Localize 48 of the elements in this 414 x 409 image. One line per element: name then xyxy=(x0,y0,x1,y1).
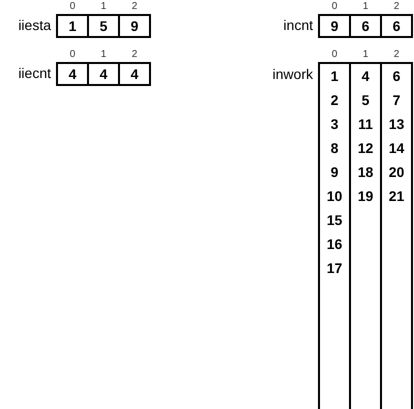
cell-value: 18 xyxy=(356,163,374,182)
cell-value: 20 xyxy=(388,163,406,182)
variable-name: inwork xyxy=(272,66,313,82)
array-cell: 4 xyxy=(87,62,120,86)
cell-value: 6 xyxy=(392,67,402,86)
array-cell: 1 xyxy=(56,14,89,38)
cell-value: 7 xyxy=(392,91,402,110)
cell-value: 15 xyxy=(326,211,344,230)
index-label: 0 xyxy=(330,49,338,60)
index-label: 1 xyxy=(100,49,108,60)
cell-value: 19 xyxy=(356,187,374,206)
array-cell: 6 xyxy=(349,14,382,38)
cell-value: 8 xyxy=(330,139,340,158)
array-cell: 9 xyxy=(118,14,151,38)
index-label: 2 xyxy=(392,49,400,60)
cell-value: 9 xyxy=(330,163,340,182)
cell-value: 4 xyxy=(360,67,370,86)
array-column xyxy=(318,62,351,409)
index-label: 0 xyxy=(330,1,338,12)
cell-value: 2 xyxy=(330,91,340,110)
index-label: 0 xyxy=(68,1,76,12)
variable-name: iiesta xyxy=(18,17,51,33)
cell-value: 3 xyxy=(330,115,340,134)
array-cell: 4 xyxy=(56,62,89,86)
variable-name: incnt xyxy=(283,17,313,33)
array-column xyxy=(380,62,413,409)
array-cell: 9 xyxy=(318,14,351,38)
array-cell: 6 xyxy=(380,14,413,38)
index-label: 1 xyxy=(362,1,370,12)
array-cell: 5 xyxy=(87,14,120,38)
cell-value: 14 xyxy=(388,139,406,158)
cell-value: 1 xyxy=(330,67,340,86)
cell-value: 16 xyxy=(326,235,344,254)
cell-value: 12 xyxy=(356,139,374,158)
cell-value: 17 xyxy=(326,259,344,278)
array-cell: 4 xyxy=(118,62,151,86)
index-label: 1 xyxy=(100,1,108,12)
variable-name: iiecnt xyxy=(18,65,51,81)
index-label: 2 xyxy=(392,1,400,12)
index-label: 1 xyxy=(362,49,370,60)
cell-value: 11 xyxy=(357,115,374,134)
cell-value: 13 xyxy=(388,115,406,134)
index-label: 2 xyxy=(130,1,138,12)
cell-value: 5 xyxy=(360,91,370,110)
cell-value: 21 xyxy=(388,187,406,206)
index-label: 2 xyxy=(130,49,138,60)
index-label: 0 xyxy=(68,49,76,60)
cell-value: 10 xyxy=(326,187,344,206)
